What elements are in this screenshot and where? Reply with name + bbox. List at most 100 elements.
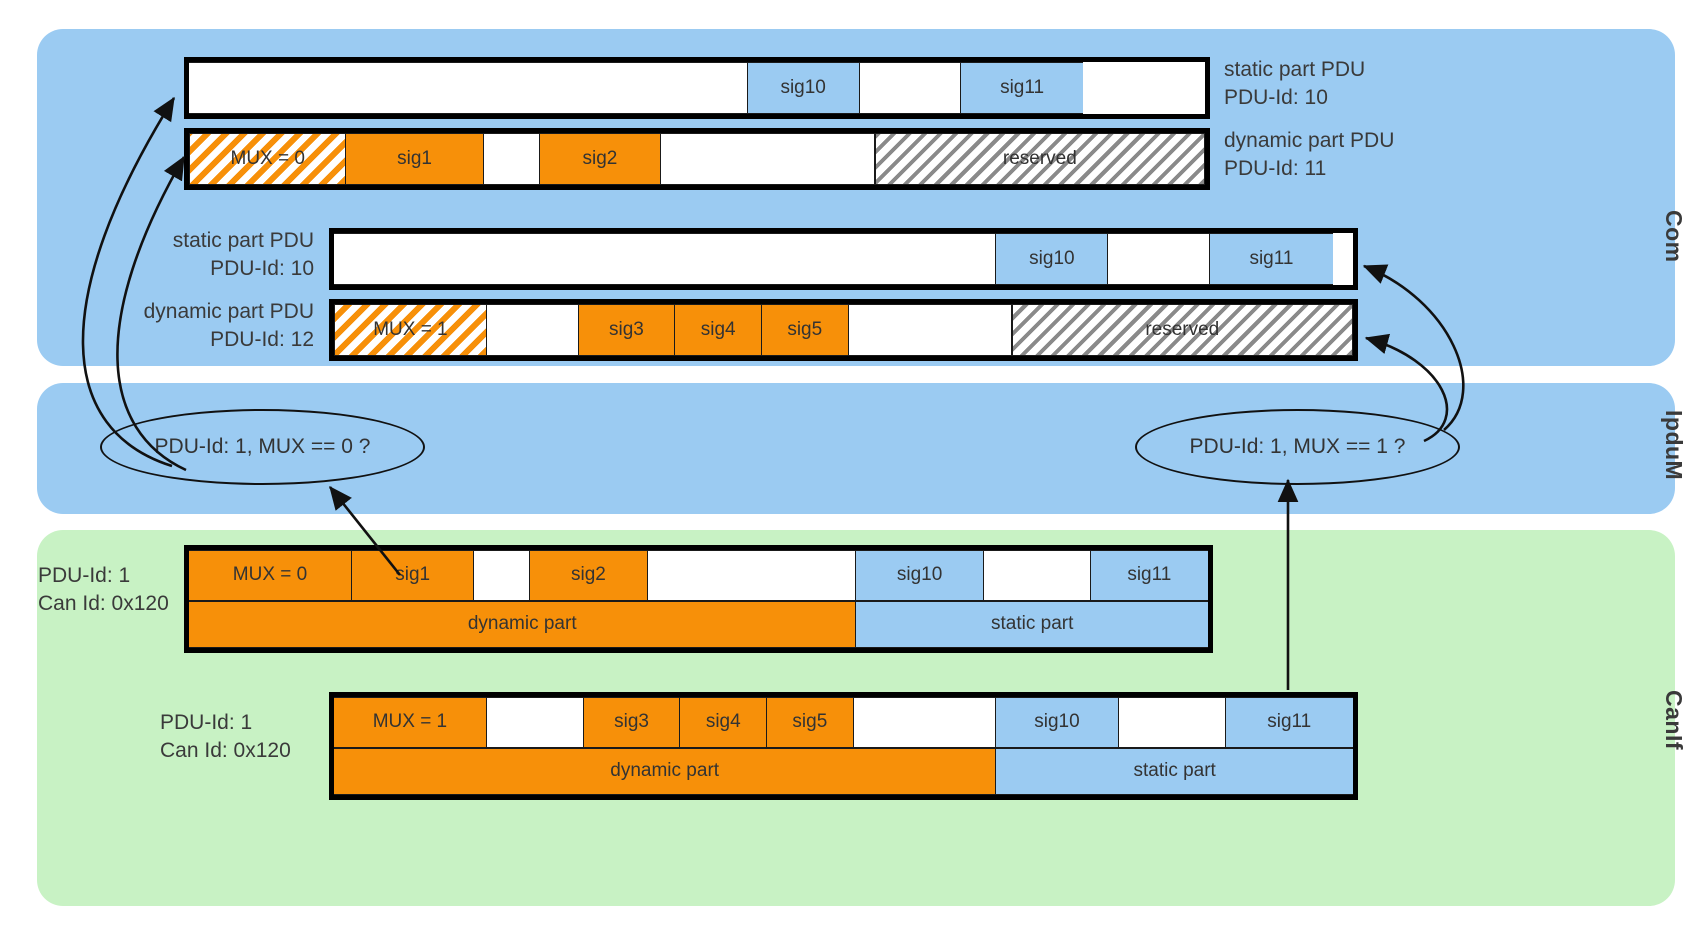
segment-sig11: sig11 [961, 62, 1084, 114]
segment-sig11: sig11 [1090, 550, 1208, 601]
frame-signal-row: MUX = 0 sig1 sig2 sig10 sig11 [189, 550, 1208, 601]
segment-dynamic-part: dynamic part [189, 600, 857, 648]
ipdum-decision-mux1[interactable]: PDU-Id: 1, MUX == 1 ? [1135, 409, 1460, 485]
segment-label: sig4 [700, 319, 736, 340]
segment-label: sig11 [1267, 711, 1312, 733]
segment-mux-0: MUX = 0 [189, 550, 353, 601]
label-line-2: PDU-Id: 10 [210, 257, 314, 281]
com-static-pdu-2-label: static part PDU PDU-Id: 10 [117, 227, 314, 284]
pdu-segment-row: MUX = 0 sig1 sig2 reserved [189, 133, 1205, 185]
segment-empty [189, 62, 748, 114]
frame-signal-row: MUX = 1 sig3 sig4 sig5 sig10 sig11 [334, 697, 1353, 748]
segment-label: sig11 [1249, 248, 1294, 269]
label-line-2: Can Id: 0x120 [38, 592, 169, 616]
label-line-1: PDU-Id: 1 [160, 711, 253, 734]
layer-title-com: Com [1661, 210, 1687, 263]
segment-sig1: sig1 [352, 550, 475, 601]
segment-label: MUX = 1 [372, 711, 448, 733]
segment-label: sig5 [787, 319, 823, 340]
pdu-segment-row: sig10 sig11 [189, 62, 1205, 114]
frame-part-row: dynamic part static part [189, 600, 1208, 648]
segment-sig2: sig2 [530, 550, 648, 601]
label-line-1: static part PDU [172, 229, 314, 252]
segment-label: reserved [1002, 148, 1077, 169]
segment-label: sig10 [1034, 711, 1080, 733]
segment-label: MUX = 1 [373, 319, 448, 340]
segment-label: sig10 [896, 564, 943, 586]
segment-label: dynamic part [467, 613, 577, 635]
segment-empty [334, 233, 997, 285]
segment-label: static part [1133, 760, 1216, 782]
canif-frame-2: MUX = 1 sig3 sig4 sig5 sig10 sig11 dynamic pa… [329, 692, 1358, 800]
pdu-segment-row: MUX = 1 sig3 sig4 sig5 reserved [334, 304, 1353, 356]
segment-label: sig2 [582, 148, 618, 169]
segment-empty [661, 133, 875, 185]
segment-label: static part [991, 613, 1074, 635]
segment-sig3: sig3 [583, 697, 681, 748]
segment-sig4: sig4 [675, 304, 762, 356]
segment-sig2: sig2 [539, 133, 662, 185]
segment-sig10: sig10 [747, 62, 860, 114]
frame-part-row: dynamic part static part [334, 747, 1353, 795]
segment-sig10: sig10 [996, 233, 1109, 285]
segment-empty [474, 550, 531, 601]
segment-sig10: sig10 [856, 550, 984, 601]
com-dynamic-pdu-2: MUX = 1 sig3 sig4 sig5 reserved [329, 299, 1358, 361]
canif-frame-1: MUX = 0 sig1 sig2 sig10 sig11 dynamic part st… [184, 545, 1213, 653]
segment-empty [1118, 697, 1226, 748]
canif-frame-1-label: PDU-Id: 1 Can Id: 0x120 [38, 562, 169, 619]
segment-label: sig4 [705, 711, 741, 733]
segment-static-part: static part [996, 747, 1353, 795]
com-static-pdu-2: sig10 sig11 [329, 228, 1358, 290]
segment-mux-1: MUX = 1 [334, 304, 487, 356]
segment-reserved: reserved [874, 133, 1205, 185]
segment-sig1: sig1 [346, 133, 484, 185]
segment-mux-1: MUX = 1 [334, 697, 487, 748]
segment-empty [486, 697, 584, 748]
segment-sig11: sig11 [1210, 233, 1333, 285]
segment-label: sig1 [397, 148, 432, 169]
label-line-2: Can Id: 0x120 [160, 739, 291, 763]
label-line-2: PDU-Id: 10 [1224, 86, 1328, 110]
segment-empty [848, 304, 1012, 356]
layer-title-canif: CanIf [1661, 690, 1687, 750]
segment-empty [859, 62, 962, 114]
layer-title-ipdum: IpduM [1661, 410, 1687, 481]
label-line-2: PDU-Id: 11 [1224, 157, 1327, 181]
com-static-pdu-1-label: static part PDU PDU-Id: 10 [1224, 56, 1365, 113]
segment-empty [647, 550, 857, 601]
segment-empty [853, 697, 997, 748]
segment-label: dynamic part [610, 760, 720, 782]
label-line-1: dynamic part PDU [1224, 129, 1395, 152]
segment-sig10: sig10 [996, 697, 1119, 748]
segment-label: sig10 [780, 77, 826, 98]
pdu-segment-row: sig10 sig11 [334, 233, 1353, 285]
segment-label: MUX = 0 [230, 148, 305, 169]
com-dynamic-pdu-1: MUX = 0 sig1 sig2 reserved [184, 128, 1210, 190]
ipdum-decision-mux0[interactable]: PDU-Id: 1, MUX == 0 ? [100, 409, 425, 485]
segment-reserved: reserved [1011, 304, 1353, 356]
segment-label: sig1 [395, 564, 431, 586]
segment-empty [983, 550, 1091, 601]
segment-label: sig3 [609, 319, 644, 340]
label-line-2: PDU-Id: 12 [210, 328, 314, 352]
segment-empty [486, 304, 579, 356]
segment-sig11: sig11 [1225, 697, 1353, 748]
segment-label: sig10 [1029, 248, 1075, 269]
segment-static-part: static part [856, 600, 1208, 648]
label-line-1: PDU-Id: 1 [38, 564, 131, 587]
segment-label: sig11 [1127, 564, 1172, 586]
com-dynamic-pdu-1-label: dynamic part PDU PDU-Id: 11 [1224, 127, 1394, 184]
segment-label: sig5 [792, 711, 828, 733]
segment-label: sig11 [1000, 77, 1045, 98]
segment-empty [1108, 233, 1211, 285]
segment-label: MUX = 0 [232, 564, 308, 586]
segment-mux-0: MUX = 0 [189, 133, 347, 185]
segment-label: reserved [1145, 319, 1220, 340]
segment-sig5: sig5 [761, 304, 849, 356]
com-dynamic-pdu-2-label: dynamic part PDU PDU-Id: 12 [117, 298, 314, 355]
segment-sig4: sig4 [680, 697, 768, 748]
label-line-1: static part PDU [1224, 58, 1366, 81]
segment-sig5: sig5 [767, 697, 854, 748]
